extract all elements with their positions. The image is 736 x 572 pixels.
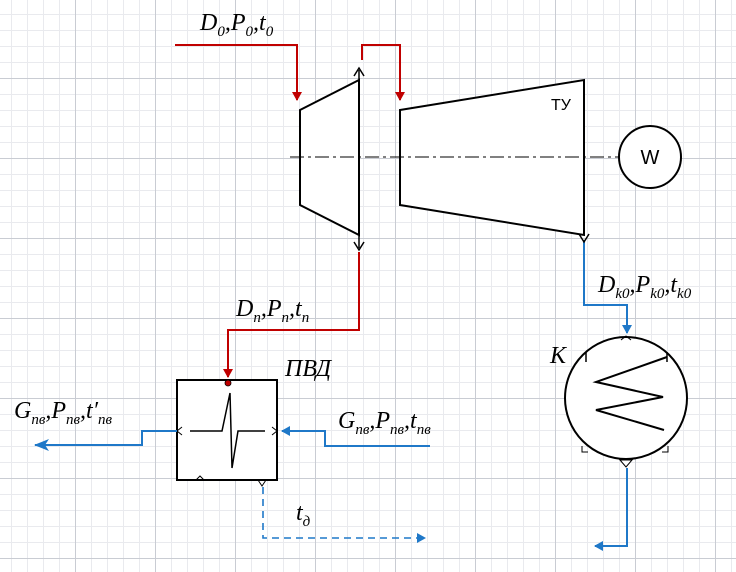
feed-water-in-line <box>281 426 430 447</box>
param-label-text: Gпв,Pпв,tпв <box>338 408 431 438</box>
param-subscript: 0 <box>217 24 225 40</box>
inlet-steam-params: D0,P0,t0 <box>199 10 274 40</box>
param-subscript: пв <box>98 412 113 428</box>
param-label-text: Dп,Pп,tп <box>235 296 309 326</box>
param-symbol: P <box>230 10 246 36</box>
generator-circle-icon <box>618 125 682 189</box>
param-symbol: D <box>597 272 615 298</box>
param-symbol: P <box>50 398 66 424</box>
param-subscript: пв <box>31 412 46 428</box>
param-separator: , <box>253 10 259 36</box>
param-symbol: P <box>635 272 651 298</box>
condensate-out-line <box>594 468 628 551</box>
hp-feedwater-heater[interactable] <box>176 379 278 487</box>
param-label-text: Dk0,Pk0,tk0 <box>597 272 692 302</box>
feed-water-out-line <box>34 430 177 451</box>
hp-turbine-section[interactable] <box>299 66 365 252</box>
param-label-text: tд <box>296 500 311 530</box>
param-subscript: п <box>302 310 310 326</box>
param-symbol: t <box>295 296 303 322</box>
drain-line <box>262 487 426 543</box>
param-separator: , <box>369 408 375 434</box>
heat-exchanger-icon <box>190 392 265 469</box>
param-symbol: t′ <box>86 398 99 424</box>
turbine-label: ТУ <box>551 97 572 114</box>
feed-water-out-params: Gпв,Pпв,t′пв <box>14 398 112 428</box>
param-symbol: t <box>670 272 678 298</box>
param-subscript: п <box>253 310 261 326</box>
param-subscript: пв <box>417 422 432 438</box>
param-subscript: k0 <box>650 286 665 302</box>
generator-label: W <box>641 147 660 169</box>
param-symbol: D <box>235 296 253 322</box>
exhaust-to-condenser-line <box>583 240 632 334</box>
param-separator: , <box>404 408 410 434</box>
feed-water-in-params: Gпв,Pпв,tпв <box>338 408 431 438</box>
crossover-steam-line <box>361 44 405 101</box>
param-label-text: Gпв,Pпв,t′пв <box>14 398 112 428</box>
param-symbol: t <box>410 408 418 434</box>
param-separator: , <box>289 296 295 322</box>
param-separator: , <box>261 296 267 322</box>
heater-label: ПВД <box>284 356 333 382</box>
param-subscript: пв <box>390 422 405 438</box>
param-separator: , <box>45 398 51 424</box>
param-symbol: P <box>266 296 282 322</box>
param-separator: , <box>80 398 86 424</box>
param-subscript: 0 <box>246 24 254 40</box>
param-subscript: д <box>303 514 311 530</box>
drain-temperature: tд <box>296 500 311 530</box>
extraction-steam-line <box>223 252 360 378</box>
condenser-coil-icon <box>585 352 668 431</box>
generator[interactable]: W <box>618 125 682 189</box>
param-separator: , <box>225 10 231 36</box>
main-steam-line <box>175 44 302 101</box>
param-separator: , <box>630 272 636 298</box>
param-subscript: k0 <box>677 286 692 302</box>
condenser-label: К <box>549 343 568 369</box>
extraction-steam-params: Dп,Pп,tп <box>235 296 309 326</box>
param-subscript: пв <box>355 422 370 438</box>
param-symbol: P <box>374 408 390 434</box>
param-separator: , <box>664 272 670 298</box>
param-subscript: 0 <box>266 24 274 40</box>
param-label-text: D0,P0,t0 <box>199 10 274 40</box>
param-subscript: пв <box>66 412 81 428</box>
param-symbol: t <box>259 10 267 36</box>
param-symbol: G <box>14 398 31 424</box>
param-symbol: t <box>296 500 304 526</box>
condenser[interactable] <box>564 335 688 468</box>
param-subscript: п <box>282 310 290 326</box>
condenser-inlet-params: Dk0,Pk0,tk0 <box>597 272 692 302</box>
param-subscript: k0 <box>615 286 630 302</box>
param-symbol: D <box>199 10 217 36</box>
param-symbol: G <box>338 408 355 434</box>
